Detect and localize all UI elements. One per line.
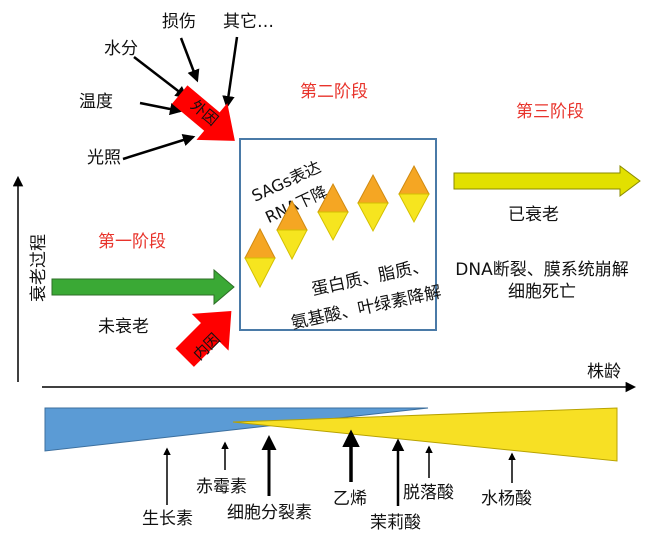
diamond-2 xyxy=(276,199,308,261)
arrow-damage xyxy=(179,37,200,83)
stage1-label: 第一阶段 xyxy=(98,232,166,252)
arrow-temperature xyxy=(139,101,183,116)
hormone-abscisic: 脱落酸 xyxy=(403,483,454,503)
hormone-jasmonate: 茉莉酸 xyxy=(370,513,421,533)
factor-damage: 损伤 xyxy=(162,12,196,32)
diamond-4 xyxy=(357,173,389,233)
stage3-desc-line2: 细胞死亡 xyxy=(508,282,576,302)
factor-light: 光照 xyxy=(87,148,121,168)
diamond-3 xyxy=(317,182,349,242)
stage2-label: 第二阶段 xyxy=(300,82,368,102)
stage3-label: 第三阶段 xyxy=(516,102,584,122)
yellow-arrow xyxy=(453,165,641,197)
stage2-box xyxy=(239,138,437,331)
hormone-ethylene: 乙烯 xyxy=(333,489,367,509)
stress-hormone-wedge xyxy=(232,407,618,462)
arrow-light xyxy=(122,134,196,161)
factor-water: 水分 xyxy=(104,39,138,59)
state-not-senescent: 未衰老 xyxy=(98,317,149,337)
state-senescent: 已衰老 xyxy=(508,205,559,225)
arrow-other xyxy=(222,36,239,109)
green-arrow xyxy=(51,268,235,306)
factor-other: 其它… xyxy=(223,12,274,32)
hormone-cytokinin: 细胞分裂素 xyxy=(227,503,312,523)
hormone-gibberellin: 赤霉素 xyxy=(196,477,247,497)
y-axis-label: 衰老过程 xyxy=(29,234,49,302)
hormone-salicylic: 水杨酸 xyxy=(481,489,532,509)
external-factor-arrow xyxy=(172,85,235,141)
stage3-desc-line1: DNA断裂、膜系统崩解 xyxy=(455,260,628,280)
x-axis-label: 株龄 xyxy=(587,362,621,382)
internal-factor-arrow xyxy=(175,311,232,367)
diamond-5 xyxy=(398,164,430,224)
diamond-1 xyxy=(244,227,276,289)
factor-temperature: 温度 xyxy=(79,92,113,112)
hormone-auxin: 生长素 xyxy=(142,509,193,529)
arrow-water xyxy=(133,56,188,99)
